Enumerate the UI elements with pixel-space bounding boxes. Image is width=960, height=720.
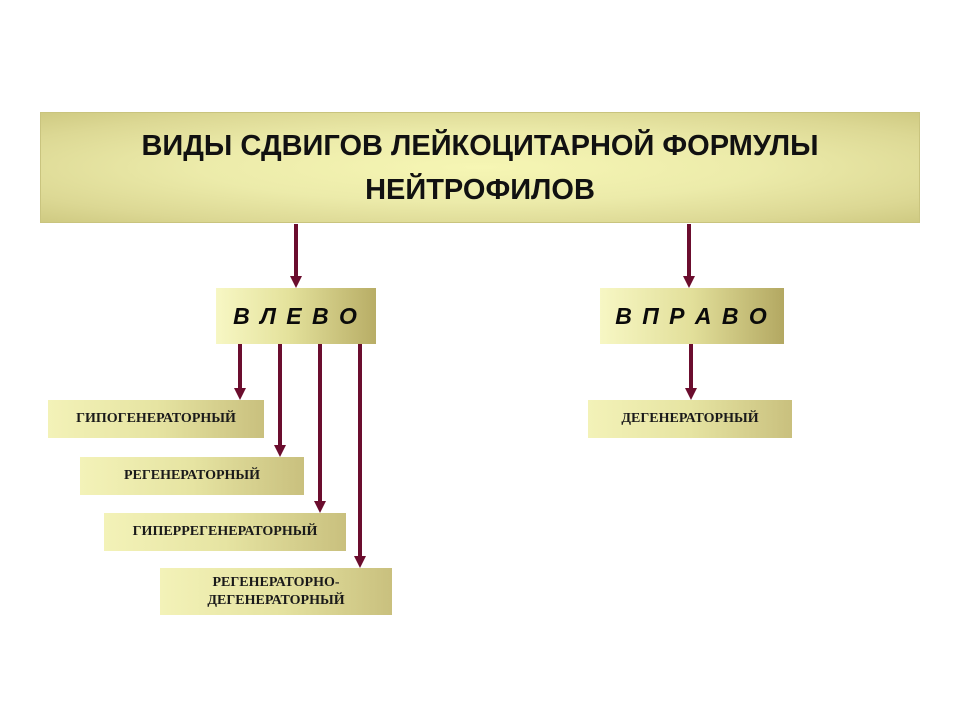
- arrow-title-to-left: [290, 224, 302, 288]
- hyperregenerative-box: ГИПЕРРЕГЕНЕРАТОРНЫЙ: [104, 513, 346, 551]
- hyperregenerative-label: ГИПЕРРЕГЕНЕРАТОРНЫЙ: [132, 524, 318, 539]
- arrow-left-to-regenerative-degenerative-head: [354, 556, 366, 568]
- arrow-right-to-degenerative: [685, 344, 697, 400]
- shift-left-box: В Л Е В О: [216, 288, 376, 344]
- arrow-left-to-hyperregenerative: [314, 344, 326, 513]
- regenerative-degenerative-label-line-2: ДЕГЕНЕРАТОРНЫЙ: [207, 592, 345, 608]
- regenerative-degenerative-box: РЕГЕНЕРАТОРНО- ДЕГЕНЕРАТОРНЫЙ: [160, 568, 392, 615]
- regenerative-degenerative-label-line-1: РЕГЕНЕРАТОРНО-: [212, 574, 340, 590]
- title-line-1: ВИДЫ СДВИГОВ ЛЕЙКОЦИТАРНОЙ ФОРМУЛЫ: [141, 129, 819, 162]
- arrow-left-to-regenerative: [274, 344, 286, 457]
- title-line-2: НЕЙТРОФИЛОВ: [365, 173, 595, 206]
- regenerative-label: РЕГЕНЕРАТОРНЫЙ: [123, 468, 261, 483]
- hypogenerative-box: ГИПОГЕНЕРАТОРНЫЙ: [48, 400, 264, 438]
- arrow-left-to-regenerative-degenerative: [354, 344, 366, 568]
- degenerative-box: ДЕГЕНЕРАТОРНЫЙ: [588, 400, 792, 438]
- regenerative-box: РЕГЕНЕРАТОРНЫЙ: [80, 457, 304, 495]
- arrow-title-to-left-head: [290, 276, 302, 288]
- arrow-left-to-hypogenerative: [234, 344, 246, 400]
- arrow-left-to-regenerative-head: [274, 445, 286, 457]
- hypogenerative-label: ГИПОГЕНЕРАТОРНЫЙ: [76, 411, 236, 426]
- shift-right-box: В П Р А В О: [600, 288, 784, 344]
- arrow-left-to-hyperregenerative-head: [314, 501, 326, 513]
- arrow-right-to-degenerative-head: [685, 388, 697, 400]
- shift-left-label: В Л Е В О: [233, 302, 359, 329]
- arrow-title-to-right-head: [683, 276, 695, 288]
- diagram-title-box: ВИДЫ СДВИГОВ ЛЕЙКОЦИТАРНОЙ ФОРМУЛЫ НЕЙТР…: [40, 112, 920, 223]
- arrow-title-to-right: [683, 224, 695, 288]
- arrow-left-to-hypogenerative-head: [234, 388, 246, 400]
- degenerative-label: ДЕГЕНЕРАТОРНЫЙ: [621, 411, 759, 426]
- shift-right-label: В П Р А В О: [615, 302, 769, 329]
